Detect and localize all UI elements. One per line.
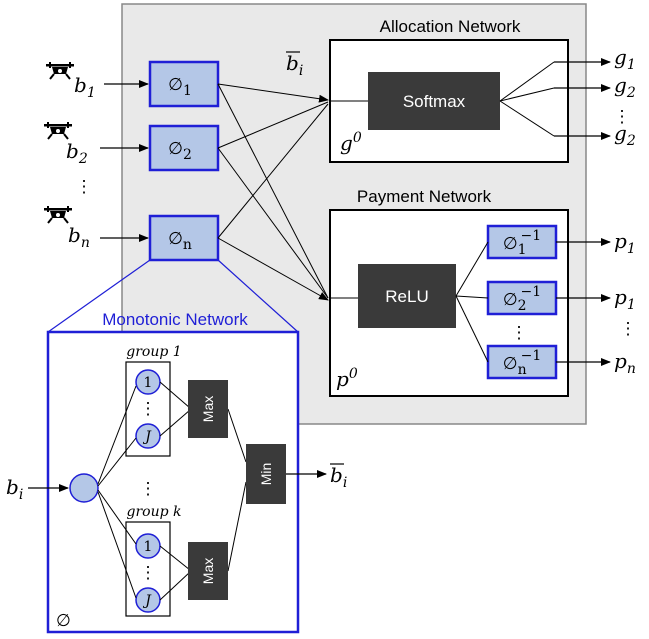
p0-label: p0 xyxy=(336,366,358,391)
min-label: Min xyxy=(258,463,274,486)
monotonic-network-title: Monotonic Network xyxy=(102,310,248,329)
max-label-2: Max xyxy=(200,558,216,584)
allocation-network-title: Allocation Network xyxy=(380,17,521,36)
output-g2: g2 xyxy=(614,73,636,101)
svg-text:J: J xyxy=(142,593,152,609)
inverse-phi-1: ∅1−1 xyxy=(486,224,558,260)
inverse-phi-n: ∅n−1 xyxy=(486,344,558,380)
groups-dots: ⋮ xyxy=(140,479,157,499)
input-node xyxy=(69,473,99,503)
input-b2: b2 xyxy=(66,139,88,167)
drone-icon xyxy=(45,61,75,80)
bbar-output-label: bi xyxy=(330,463,347,491)
max-box-1 xyxy=(188,380,228,438)
output-p-dots: ⋮ xyxy=(620,319,637,339)
bi-input-label: bi xyxy=(6,475,23,503)
phi-box-1: ∅1 xyxy=(148,60,220,108)
payment-network-title: Payment Network xyxy=(357,187,492,206)
input-b1: b1 xyxy=(74,73,96,101)
inverse-phi-2: ∅2−1 xyxy=(486,280,558,316)
output-p1: p1 xyxy=(614,229,636,257)
phi-box-n: ∅n xyxy=(148,214,220,262)
softmax-box xyxy=(368,72,500,130)
svg-text:∅n: ∅n xyxy=(168,229,192,253)
input-dots: ⋮ xyxy=(76,177,93,197)
node-group1-1: 1 xyxy=(135,369,161,395)
inverse-dots: ⋮ xyxy=(511,323,528,343)
output-pn: pn xyxy=(614,349,636,377)
svg-text:J: J xyxy=(142,429,152,445)
phi-bottom-label: ∅ xyxy=(56,611,71,631)
relu-label: ReLU xyxy=(385,287,428,306)
relu-box xyxy=(358,264,456,328)
svg-text:∅n−1: ∅n−1 xyxy=(503,348,541,378)
output-p2: p1 xyxy=(614,285,636,313)
monotonic-edges xyxy=(97,381,247,601)
svg-text:∅2−1: ∅2−1 xyxy=(503,284,541,314)
drone-icon xyxy=(43,205,73,224)
bbar-top-label: bi xyxy=(286,51,303,79)
input-bn: bn xyxy=(68,223,90,251)
svg-text:∅1: ∅1 xyxy=(168,75,192,99)
node-groupk-1: 1 xyxy=(135,533,161,559)
output-g-dots: ⋮ xyxy=(614,107,631,127)
drone-icon xyxy=(43,121,73,140)
max-box-2 xyxy=(188,542,228,600)
payment-fan xyxy=(455,241,489,363)
max-label-1: Max xyxy=(200,396,216,422)
phi-connections xyxy=(217,83,329,301)
svg-text:1: 1 xyxy=(144,539,153,555)
group1-dots: ⋮ xyxy=(140,399,157,419)
groupk-label: group k xyxy=(127,504,182,520)
output-g3: g2 xyxy=(614,121,636,149)
allocation-output-fan xyxy=(499,61,555,137)
g0-label: g0 xyxy=(340,130,362,155)
min-box xyxy=(246,444,286,504)
node-groupk-J: J xyxy=(135,587,161,613)
output-g1: g1 xyxy=(614,45,636,73)
groupk-dots: ⋮ xyxy=(140,563,157,583)
phi-box-2: ∅2 xyxy=(148,124,220,172)
svg-text:∅2: ∅2 xyxy=(168,139,192,163)
svg-text:1: 1 xyxy=(144,375,153,391)
group1-label: group 1 xyxy=(126,344,181,360)
svg-text:∅1−1: ∅1−1 xyxy=(503,228,541,258)
softmax-label: Softmax xyxy=(403,92,466,111)
node-group1-J: J xyxy=(135,423,161,449)
